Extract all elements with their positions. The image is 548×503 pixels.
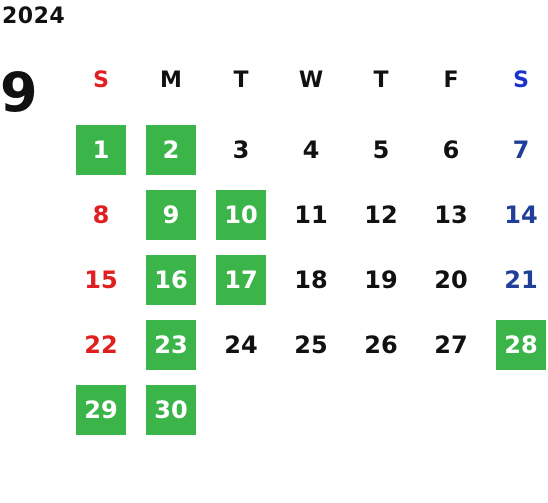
day-cell-27: 27 <box>434 331 468 359</box>
day-cell-22: 22 <box>84 331 118 359</box>
day-cell-19: 19 <box>364 266 398 294</box>
day-cell-24: 24 <box>224 331 258 359</box>
day-cell-26: 26 <box>364 331 398 359</box>
day-cell-25: 25 <box>294 331 328 359</box>
day-cell-21: 21 <box>504 266 538 294</box>
weekday-header-tuesday: T <box>233 68 249 93</box>
year-label: 2024 <box>2 4 66 29</box>
day-cell-17: 17 <box>216 255 266 305</box>
day-cell-6: 6 <box>442 136 460 164</box>
day-cell-15: 15 <box>84 266 118 294</box>
month-number: 9 <box>0 61 38 124</box>
day-cell-8: 8 <box>92 201 110 229</box>
day-cell-18: 18 <box>294 266 328 294</box>
day-cell-13: 13 <box>434 201 468 229</box>
day-cell-11: 11 <box>294 201 328 229</box>
weekday-header-monday: M <box>160 68 182 93</box>
day-cell-30: 30 <box>146 385 196 435</box>
weekday-header-saturday: S <box>513 68 529 93</box>
day-cell-28: 28 <box>496 320 546 370</box>
day-cell-10: 10 <box>216 190 266 240</box>
weekday-header-wednesday: W <box>298 68 324 93</box>
day-cell-16: 16 <box>146 255 196 305</box>
day-cell-3: 3 <box>232 136 250 164</box>
day-cell-14: 14 <box>504 201 538 229</box>
weekday-header-friday: F <box>443 68 459 93</box>
day-cell-2: 2 <box>146 125 196 175</box>
day-cell-23: 23 <box>146 320 196 370</box>
day-cell-4: 4 <box>302 136 320 164</box>
weekday-header-sunday: S <box>93 68 109 93</box>
day-cell-9: 9 <box>146 190 196 240</box>
day-cell-29: 29 <box>76 385 126 435</box>
day-cell-5: 5 <box>372 136 390 164</box>
day-cell-7: 7 <box>512 136 530 164</box>
day-cell-20: 20 <box>434 266 468 294</box>
day-cell-1: 1 <box>76 125 126 175</box>
day-cell-12: 12 <box>364 201 398 229</box>
weekday-header-thursday: T <box>373 68 389 93</box>
